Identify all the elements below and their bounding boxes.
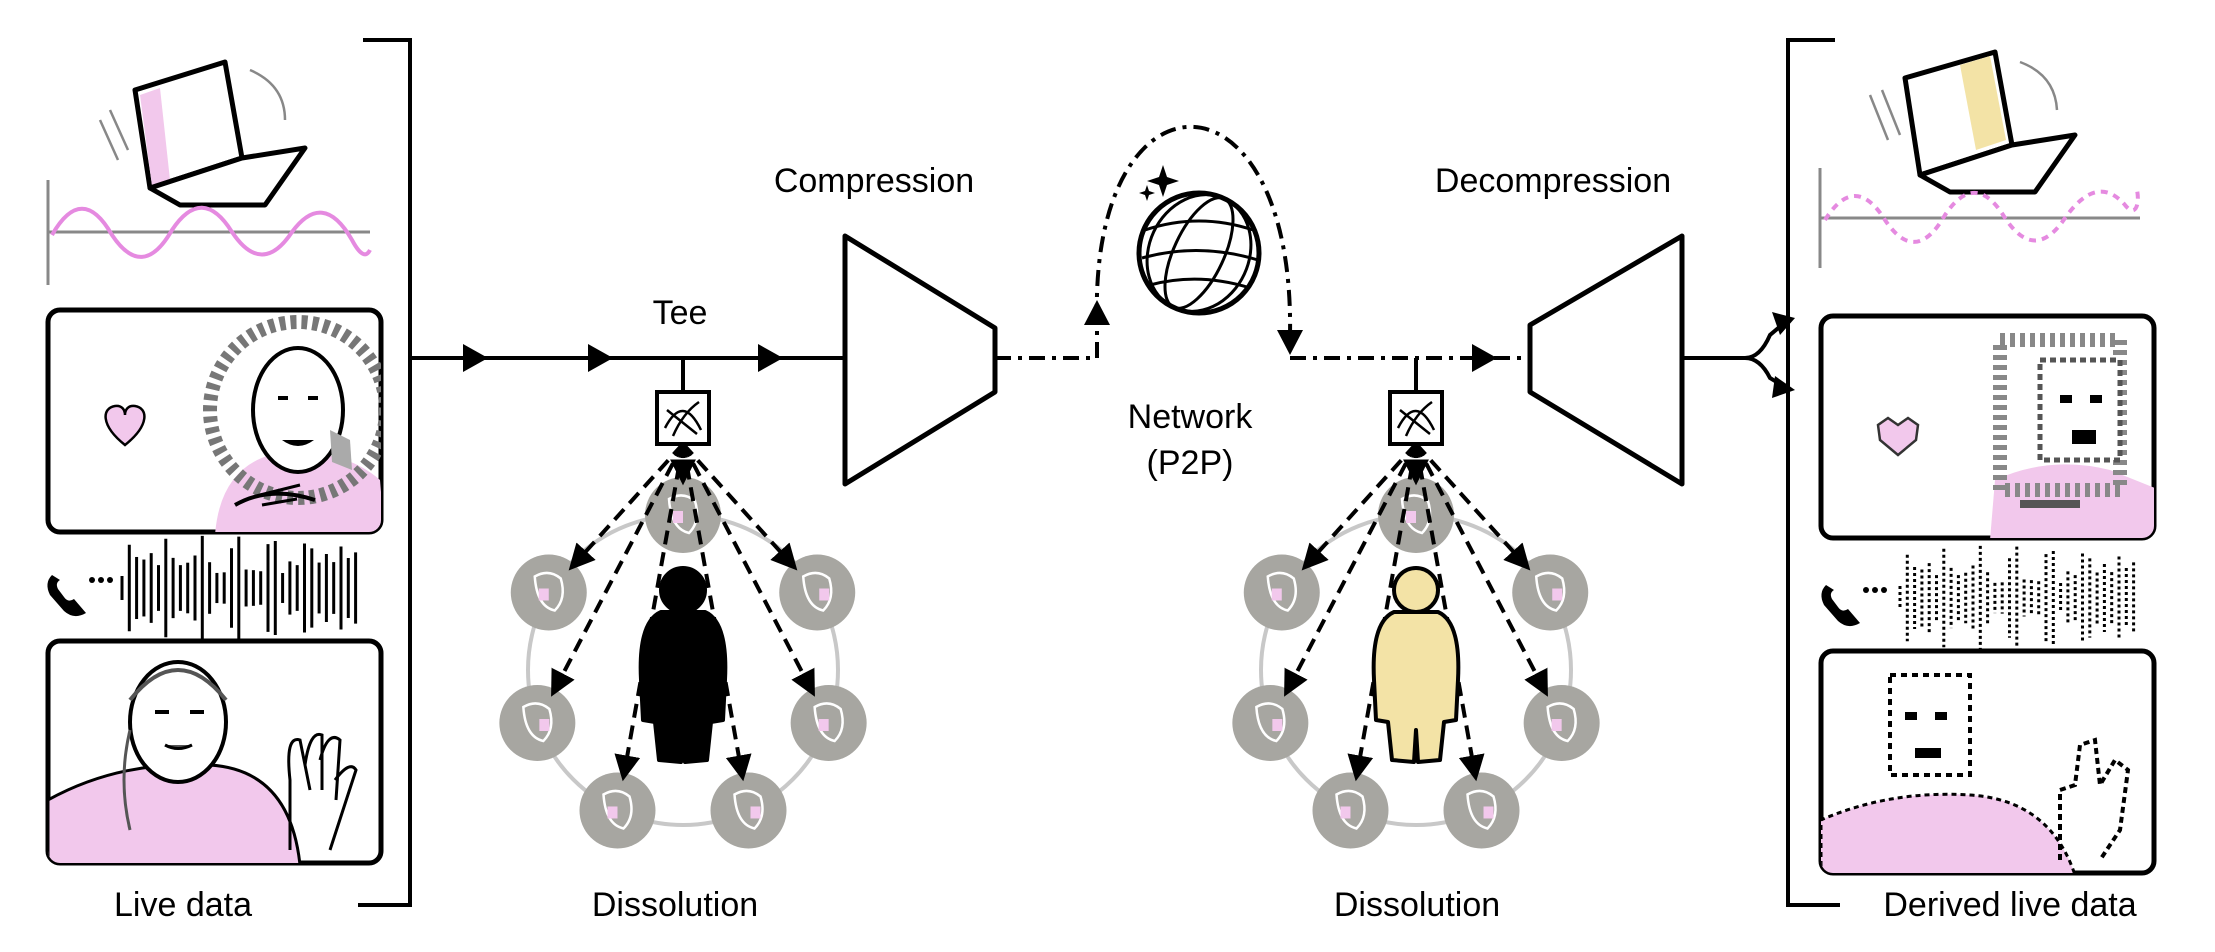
body-part-icon — [1378, 477, 1454, 553]
decompression-block — [1527, 233, 1685, 487]
globe-icon — [1136, 190, 1262, 316]
tee-scribble — [663, 400, 703, 437]
dissolution-diagram-right — [1232, 390, 1600, 849]
live-data-group — [45, 38, 412, 907]
body-part-icon — [710, 772, 787, 849]
dissolution-arrow — [568, 442, 685, 571]
body-part-icon — [499, 685, 576, 762]
body-part-highlight — [607, 806, 618, 819]
body-part-icon — [1243, 554, 1320, 631]
body-part-highlight — [818, 719, 829, 732]
silhouette-body — [1371, 610, 1461, 764]
heart-icon — [1876, 416, 1920, 457]
left-bracket — [358, 38, 412, 907]
body-silhouette-icon — [638, 566, 728, 764]
body-part-highlight — [1271, 588, 1282, 601]
body-part-icon — [1443, 772, 1520, 849]
silhouette-body — [638, 610, 728, 764]
dissolution-arrow — [614, 443, 685, 782]
derived-data-group — [1786, 38, 2157, 907]
dissolution-label-right: Dissolution — [1333, 886, 1501, 924]
laptop-icon — [1868, 49, 2078, 195]
dissolution-arrow — [1284, 443, 1418, 697]
body-part-token — [499, 685, 576, 762]
tee-label: Tee — [652, 294, 708, 332]
body-part-outline — [1255, 702, 1286, 743]
network-sub-label: (P2P) — [1146, 444, 1234, 482]
dissolution-arrow — [681, 443, 815, 697]
body-part-outline — [1534, 571, 1566, 612]
body-part-token — [1512, 554, 1589, 631]
body-part-token — [1232, 685, 1309, 762]
body-part-highlight — [819, 588, 830, 601]
silhouette-head — [659, 566, 707, 614]
compression-label: Compression — [773, 162, 975, 200]
body-part-outline — [733, 789, 764, 830]
body-part-icon — [1232, 685, 1309, 762]
decompression-label: Decompression — [1434, 162, 1672, 200]
body-part-icon — [645, 477, 721, 553]
body-part-highlight — [750, 806, 761, 819]
pipeline-output-line — [1414, 312, 1795, 398]
body-part-token — [779, 554, 856, 631]
derived-video-panel-2 — [1818, 648, 2157, 876]
body-part-icon — [790, 685, 867, 762]
derived-live-data-label: Derived live data — [1883, 886, 2137, 924]
dissolution-arrow — [1414, 443, 1548, 697]
body-part-outline — [522, 702, 553, 743]
network-label: Network — [1127, 398, 1253, 436]
derived-video-panel-1 — [1818, 313, 2157, 541]
body-part-highlight — [1552, 588, 1563, 601]
live-video-panel-1 — [45, 307, 384, 535]
audio-waveform-bars — [120, 535, 358, 641]
body-part-icon — [779, 554, 856, 631]
body-part-icon — [1523, 685, 1600, 762]
audio-wave-plot — [46, 180, 372, 285]
dissolution-arrow — [1347, 443, 1418, 782]
dissolution-arrow — [551, 443, 685, 697]
body-silhouette-icon — [1371, 566, 1461, 764]
derived-wave-plot — [1818, 168, 2140, 268]
body-part-icon — [1312, 772, 1389, 849]
body-part-outline — [1466, 789, 1497, 830]
live-data-label: Live data — [114, 886, 252, 924]
body-part-token — [710, 772, 787, 849]
laptop-icon — [98, 59, 308, 208]
body-part-highlight — [1483, 806, 1494, 819]
body-part-icon — [579, 772, 656, 849]
body-part-highlight — [1551, 719, 1562, 732]
live-video-panel-2 — [45, 638, 384, 866]
dissolution-arrow — [681, 442, 798, 571]
right-bracket — [1786, 38, 1840, 907]
dissolution-arrow — [1414, 442, 1531, 571]
dissolution-arrow — [681, 443, 752, 782]
heart-icon — [104, 404, 146, 447]
dissolution-diagram-left — [499, 390, 867, 849]
body-part-icon — [510, 554, 587, 631]
body-part-outline — [801, 571, 833, 612]
phone-icon — [47, 575, 113, 617]
body-part-highlight — [538, 588, 549, 601]
compression-block — [842, 233, 998, 487]
tee-scribble — [1396, 400, 1436, 437]
body-part-icon — [1512, 554, 1589, 631]
body-part-highlight — [1340, 806, 1351, 819]
phone-icon — [1821, 585, 1887, 627]
body-part-highlight — [1272, 719, 1283, 732]
dissolution-arrow — [1301, 442, 1418, 571]
pipeline-main-line — [410, 344, 845, 392]
sparkle-icon — [1139, 165, 1179, 201]
body-part-token — [1443, 772, 1520, 849]
dissolution-label-left: Dissolution — [591, 886, 759, 924]
body-part-highlight — [673, 511, 683, 523]
body-part-highlight — [539, 719, 550, 732]
dissolution-arrow — [1414, 443, 1485, 782]
silhouette-head — [1392, 566, 1440, 614]
derived-audio-waveform-bars — [1898, 545, 2136, 651]
body-part-highlight — [1406, 511, 1416, 523]
